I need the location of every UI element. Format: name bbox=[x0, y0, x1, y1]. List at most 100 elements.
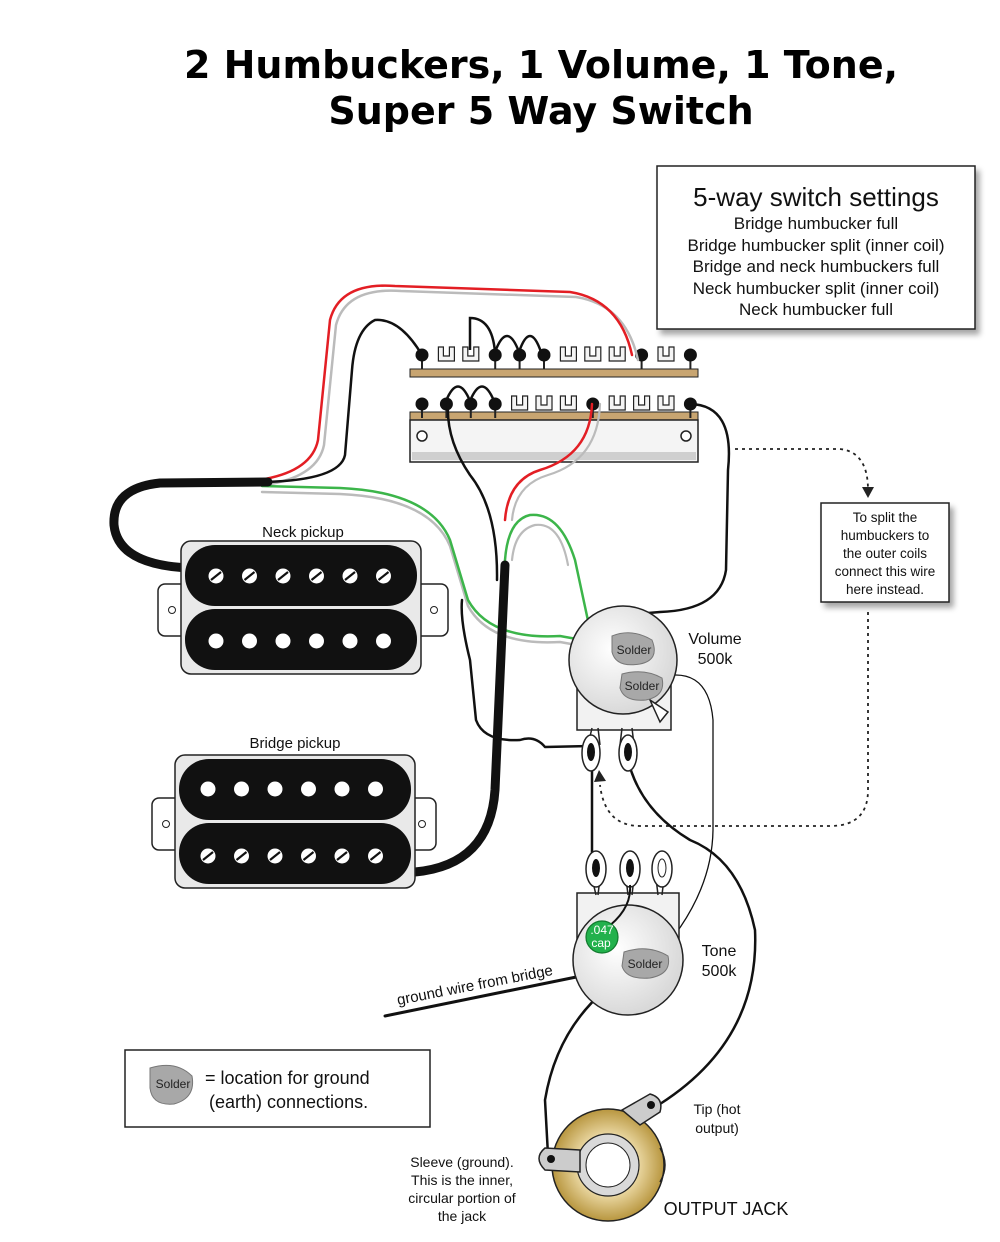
switch-lug bbox=[608, 395, 626, 411]
cap-label: cap bbox=[591, 936, 611, 950]
switch-jumper-wire bbox=[468, 385, 496, 402]
black-wire-switch-volume bbox=[446, 402, 499, 582]
switch-jumper-wire bbox=[468, 316, 497, 353]
jack-sleeve-label-3: circular portion of bbox=[408, 1190, 515, 1206]
neck-pickup bbox=[157, 540, 449, 675]
switch-jumper-wire bbox=[444, 385, 472, 402]
switch-lug bbox=[535, 395, 553, 411]
pole-slot bbox=[202, 851, 214, 861]
pole-slot bbox=[235, 851, 248, 861]
jack-sleeve-label-2: This is the inner, bbox=[411, 1172, 513, 1188]
switch-jumper-wire bbox=[493, 334, 521, 353]
pole-slot bbox=[369, 851, 382, 861]
split-note-line-2: humbuckers to bbox=[841, 528, 930, 543]
pole-slot bbox=[302, 851, 315, 861]
pole-piece bbox=[267, 781, 283, 797]
jack-sleeve-label-4: the jack bbox=[438, 1208, 487, 1224]
bridge-pickup-label: Bridge pickup bbox=[250, 735, 341, 752]
bridge-pickup-cable bbox=[410, 560, 510, 877]
switch-lug bbox=[584, 346, 602, 362]
volume-solder-label-2: Solder bbox=[625, 679, 660, 693]
volume-solder-spot-1: Solder bbox=[611, 632, 655, 666]
switch-setting-3: Bridge and neck humbuckers full bbox=[693, 257, 940, 276]
switch-lug-wired bbox=[464, 397, 478, 411]
switch-lug-wired bbox=[488, 348, 502, 362]
split-note-line-4: connect this wire bbox=[835, 564, 936, 579]
switch-lug-wired bbox=[683, 348, 697, 362]
red-wire-neck bbox=[263, 284, 634, 481]
diagram-title-line-1: 2 Humbuckers, 1 Volume, 1 Tone, bbox=[184, 43, 898, 87]
black-wire-switch-output bbox=[623, 402, 731, 617]
five-way-switch bbox=[409, 368, 699, 463]
switch-setting-5: Neck humbucker full bbox=[739, 300, 893, 319]
tone-solder-label: Solder bbox=[628, 957, 663, 971]
volume-value: 500k bbox=[698, 651, 734, 668]
volume-solder-label-1: Solder bbox=[617, 643, 652, 657]
volume-name: Volume bbox=[688, 631, 741, 648]
neck-pickup-cable bbox=[109, 477, 273, 573]
pole-piece bbox=[342, 633, 358, 649]
switch-setting-4: Neck humbucker split (inner coil) bbox=[693, 279, 940, 298]
switch-lug-wired bbox=[415, 397, 429, 411]
jack-tip-label-1: Tip (hot bbox=[694, 1101, 741, 1117]
legend-solder-label: Solder bbox=[156, 1077, 191, 1091]
bridge-pickup-poles bbox=[200, 781, 383, 864]
green-wire-neck bbox=[260, 484, 612, 647]
cap-value: .047 bbox=[590, 923, 614, 937]
black-wire-neck-switch bbox=[263, 318, 424, 484]
tone-solder-spot: Solder bbox=[621, 948, 670, 979]
pole-piece bbox=[242, 633, 257, 649]
split-note-line-1: To split the bbox=[853, 510, 918, 525]
pole-slot bbox=[243, 571, 256, 581]
split-note-box: To split the humbuckers to the outer coi… bbox=[820, 502, 950, 603]
output-jack bbox=[538, 1093, 666, 1222]
switch-lug bbox=[511, 395, 529, 411]
pole-piece bbox=[275, 633, 291, 649]
switch-jumper-wire bbox=[517, 334, 543, 353]
volume-solder-spot-2: Solder bbox=[619, 671, 664, 701]
split-note-line-3: the outer coils bbox=[843, 546, 927, 561]
pole-piece bbox=[368, 781, 383, 797]
dotted-split-arrows bbox=[599, 448, 869, 827]
switch-lug bbox=[608, 346, 626, 362]
thin-ground-wire bbox=[649, 674, 714, 965]
pole-slot bbox=[310, 571, 323, 581]
tone-value: 500k bbox=[702, 963, 738, 980]
pole-piece bbox=[376, 633, 391, 649]
pole-slot bbox=[269, 851, 281, 861]
solder-legend-box: Solder = location for ground (earth) con… bbox=[124, 1049, 431, 1128]
pole-piece bbox=[309, 633, 324, 649]
switch-lugs-bottom bbox=[415, 385, 697, 418]
switch-lugs-top bbox=[415, 316, 697, 369]
arrow-head-to-volume bbox=[594, 770, 606, 782]
wire-volume-to-tip bbox=[626, 758, 757, 1106]
neck-pickup-label: Neck pickup bbox=[262, 524, 344, 541]
split-note-line-5: here instead. bbox=[846, 582, 924, 597]
switch-settings-box: 5-way switch settings Bridge humbucker f… bbox=[656, 165, 976, 330]
switch-lug bbox=[657, 395, 675, 411]
jack-tip-label-2: output) bbox=[695, 1120, 739, 1136]
ground-wire-loop bbox=[460, 598, 592, 749]
switch-lug bbox=[559, 395, 577, 411]
diagram-title-line-2: Super 5 Way Switch bbox=[328, 89, 753, 133]
bridge-pickup bbox=[151, 754, 437, 889]
pole-slot bbox=[336, 851, 348, 861]
switch-settings-heading: 5-way switch settings bbox=[693, 182, 939, 212]
jack-sleeve-label-1: Sleeve (ground). bbox=[410, 1154, 514, 1170]
switch-lug bbox=[437, 346, 455, 362]
switch-lug bbox=[657, 346, 675, 362]
pole-piece bbox=[234, 781, 249, 797]
pole-slot bbox=[344, 571, 356, 581]
switch-lug-wired bbox=[488, 397, 502, 411]
red-wire-bridge bbox=[503, 402, 594, 522]
arrow-head-to-note bbox=[862, 487, 874, 498]
switch-lug bbox=[633, 395, 651, 411]
pole-piece bbox=[334, 781, 350, 797]
switch-setting-2: Bridge humbucker split (inner coil) bbox=[688, 236, 945, 255]
pole-slot bbox=[210, 571, 222, 581]
tone-capacitor: .047 cap bbox=[585, 920, 619, 954]
legend-line-2: (earth) connections. bbox=[209, 1092, 368, 1112]
neck-pickup-poles bbox=[208, 568, 391, 649]
switch-lug-wired bbox=[439, 397, 453, 411]
